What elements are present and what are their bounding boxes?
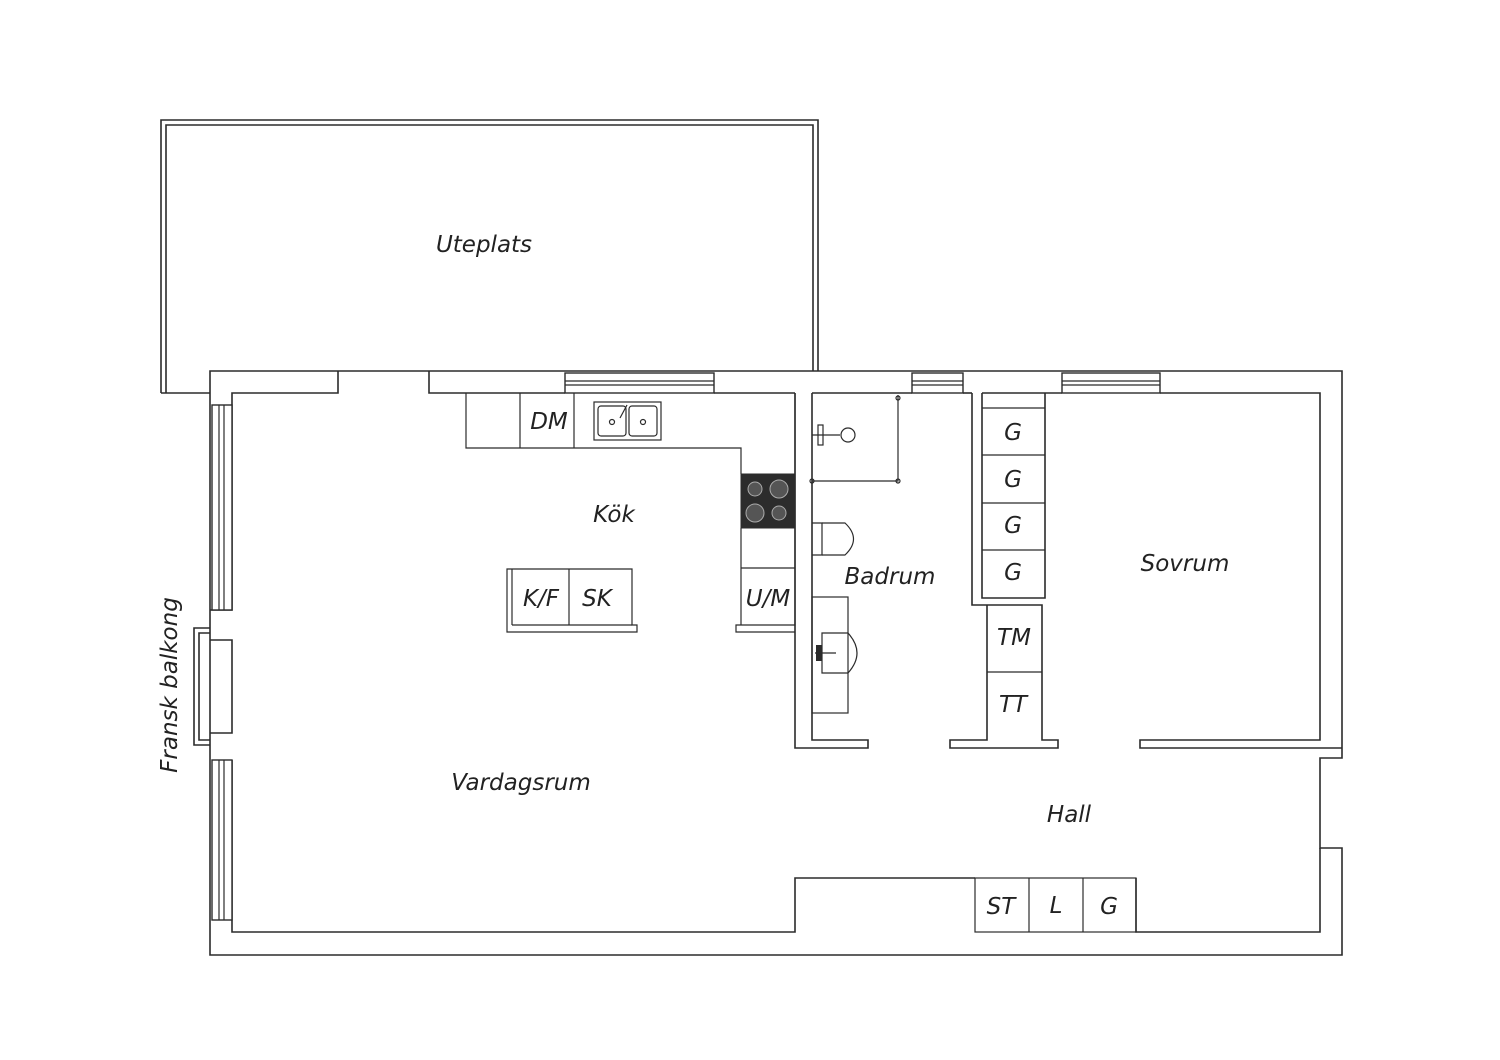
windows xyxy=(193,372,1161,921)
label-tumble-dryer: TT xyxy=(999,692,1029,718)
kitchen-sink xyxy=(593,401,662,441)
label-dishwasher: DM xyxy=(530,409,568,435)
room-label-kok: Kök xyxy=(593,502,636,528)
hall-storage xyxy=(974,877,1137,933)
room-label-vardagsrum: Vardagsrum xyxy=(451,770,591,796)
label-hall-wardrobe: G xyxy=(1100,894,1118,920)
label-hall-linen: L xyxy=(1050,893,1063,919)
kitchen-counter xyxy=(465,393,796,633)
label-fridge-freezer: K/F xyxy=(523,586,560,612)
label-wardrobe-4: G xyxy=(1004,560,1022,586)
kitchen-island xyxy=(506,568,638,633)
label-washing-machine: TM xyxy=(997,625,1031,651)
room-label-sovrum: Sovrum xyxy=(1141,551,1230,577)
label-hall-storage: ST xyxy=(987,894,1018,920)
room-label-uteplats: Uteplats xyxy=(436,232,532,258)
label-fransk-balkong: Fransk balkong xyxy=(157,597,183,773)
label-microwave-oven: U/M xyxy=(746,586,791,612)
patio-area xyxy=(160,119,819,394)
outer-walls xyxy=(209,370,1343,956)
stove xyxy=(740,473,796,529)
bathroom-fixtures xyxy=(809,395,901,714)
room-label-hall: Hall xyxy=(1047,802,1092,828)
label-cabinet-sk: SK xyxy=(582,586,614,612)
wardrobes xyxy=(982,407,1045,673)
label-wardrobe-1: G xyxy=(1004,420,1022,446)
label-wardrobe-3: G xyxy=(1004,513,1022,539)
label-wardrobe-2: G xyxy=(1004,467,1022,493)
room-label-badrum: Badrum xyxy=(845,564,936,590)
